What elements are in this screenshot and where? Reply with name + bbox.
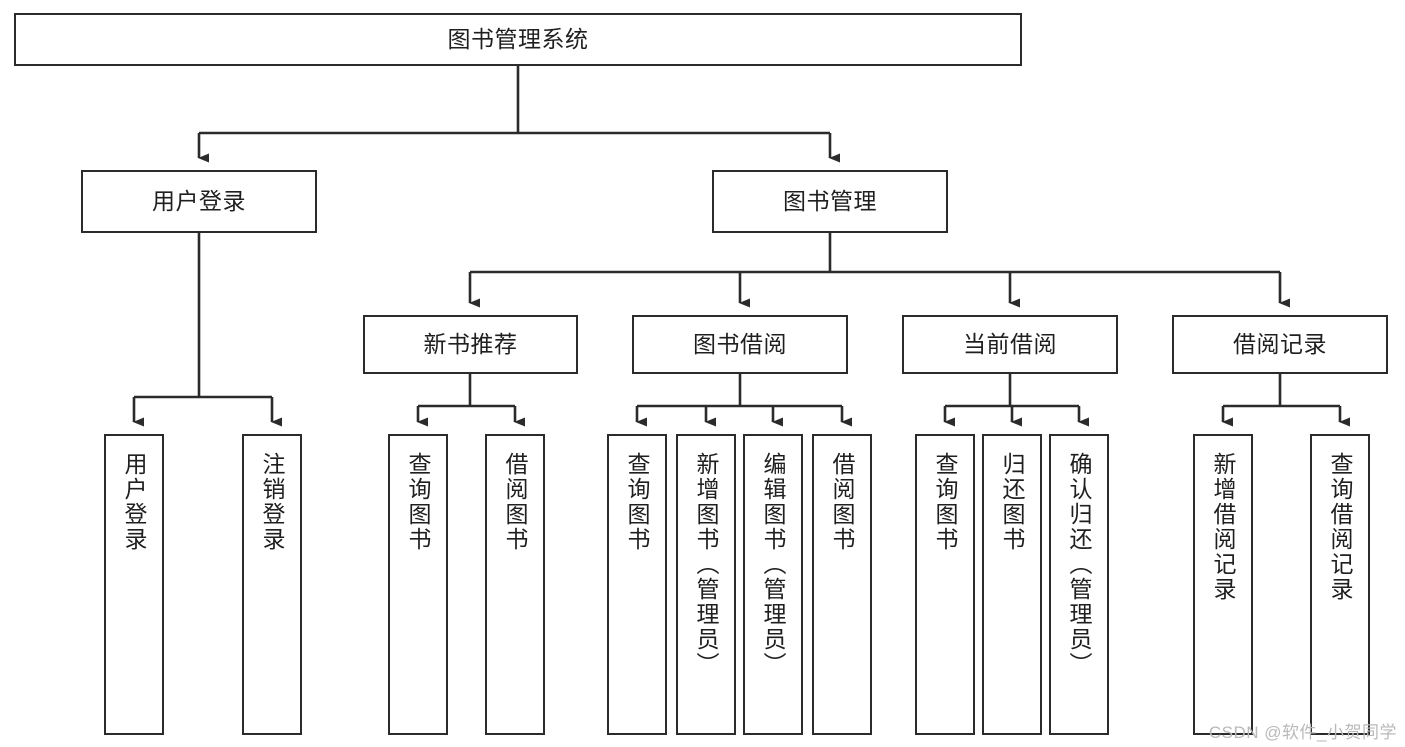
leaf-node-用户登录[interactable]: 用户登录 (104, 434, 164, 735)
leaf-node-借阅图书[interactable]: 借阅图书 (812, 434, 872, 735)
leaf-node-编辑图书管理员[interactable]: 编辑图书（管理员） (743, 434, 803, 735)
node-label: 借阅记录 (1233, 331, 1327, 358)
leaf-node-查询图书[interactable]: 查询图书 (607, 434, 667, 735)
node-label: 当前借阅 (963, 331, 1057, 358)
leaf-node-借阅图书[interactable]: 借阅图书 (485, 434, 545, 735)
leaf-node-label: 用户登录 (121, 452, 148, 552)
node-当前借阅[interactable]: 当前借阅 (902, 315, 1118, 374)
leaf-node-查询借阅记录[interactable]: 查询借阅记录 (1310, 434, 1370, 735)
leaf-node-label: 查询借阅记录 (1327, 452, 1354, 602)
leaf-node-确认归还管理员[interactable]: 确认归还（管理员） (1049, 434, 1109, 735)
leaf-node-label: 编辑图书（管理员） (760, 452, 787, 677)
leaf-node-label: 查询图书 (932, 452, 959, 552)
leaf-node-查询图书[interactable]: 查询图书 (915, 434, 975, 735)
node-root[interactable]: 图书管理系统 (14, 13, 1022, 66)
leaf-node-归还图书[interactable]: 归还图书 (982, 434, 1042, 735)
leaf-node-label: 注销登录 (259, 452, 286, 552)
leaf-node-label: 新增图书（管理员） (693, 452, 720, 677)
node-root-label: 图书管理系统 (447, 26, 589, 53)
node-借阅记录[interactable]: 借阅记录 (1172, 315, 1388, 374)
node-label: 新书推荐 (423, 331, 518, 358)
leaf-node-新增图书管理员[interactable]: 新增图书（管理员） (676, 434, 736, 735)
node-图书管理[interactable]: 图书管理 (712, 170, 948, 233)
leaf-node-查询图书[interactable]: 查询图书 (388, 434, 448, 735)
leaf-node-label: 查询图书 (405, 452, 432, 552)
node-图书借阅[interactable]: 图书借阅 (632, 315, 848, 374)
node-新书推荐[interactable]: 新书推荐 (363, 315, 578, 374)
node-label: 图书管理 (783, 188, 877, 215)
leaf-node-label: 确认归还（管理员） (1066, 452, 1093, 677)
leaf-node-label: 借阅图书 (829, 452, 856, 552)
node-label: 图书借阅 (693, 331, 787, 358)
leaf-node-注销登录[interactable]: 注销登录 (242, 434, 302, 735)
node-用户登录[interactable]: 用户登录 (81, 170, 317, 233)
leaf-node-label: 借阅图书 (502, 452, 529, 552)
node-label: 用户登录 (152, 188, 246, 215)
leaf-node-label: 查询图书 (624, 452, 651, 552)
watermark: CSDN @软件_小贺同学 (1208, 723, 1397, 742)
leaf-node-新增借阅记录[interactable]: 新增借阅记录 (1193, 434, 1253, 735)
leaf-node-label: 新增借阅记录 (1210, 452, 1237, 602)
leaf-node-label: 归还图书 (999, 452, 1026, 552)
